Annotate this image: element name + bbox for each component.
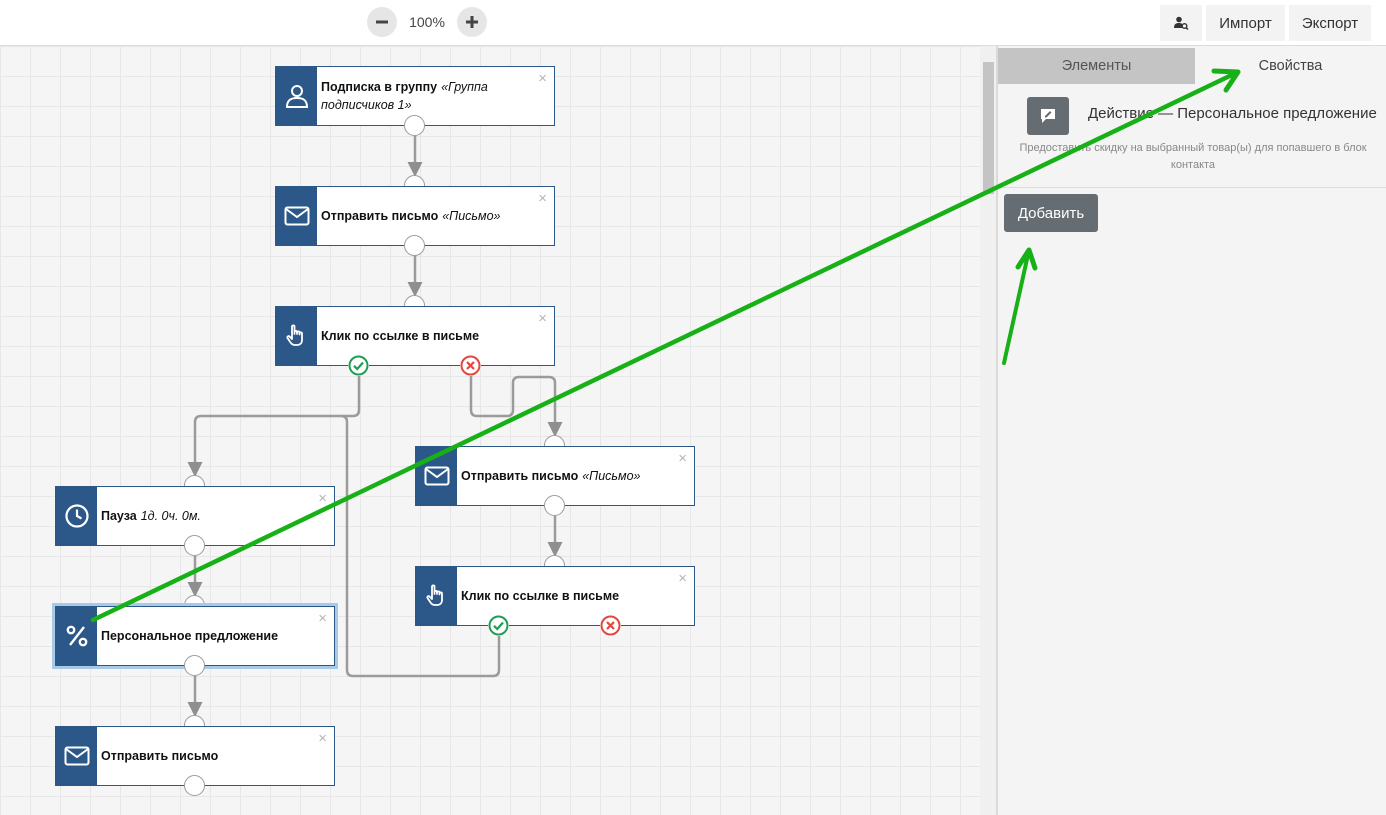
node-title: Персональное предложение: [101, 629, 279, 643]
node-title: Отправить письмо: [101, 749, 219, 763]
node-delete-button[interactable]: ×: [538, 310, 547, 327]
plus-icon: [466, 16, 478, 28]
flow-node-link-click[interactable]: Клик по ссылке в письме ×: [275, 306, 555, 366]
canvas-scrollbar-thumb[interactable]: [983, 62, 994, 194]
flow-node-link-click-2[interactable]: Клик по ссылке в письме ×: [415, 566, 695, 626]
node-output-port[interactable]: [184, 775, 205, 796]
cross-circle-icon: [460, 355, 481, 376]
node-output-port[interactable]: [404, 235, 425, 256]
percent-icon: [66, 625, 87, 647]
top-toolbar: 100% Импорт Экспорт: [0, 0, 1386, 46]
envelope-icon: [424, 466, 449, 486]
clock-icon: [64, 504, 89, 528]
node-output-port[interactable]: [544, 495, 565, 516]
envelope-icon: [284, 206, 309, 226]
link-click-no-to-send: [469, 375, 563, 437]
add-button[interactable]: Добавить: [1004, 194, 1098, 232]
user-search-icon: [1174, 16, 1189, 31]
panel-separator: [998, 187, 1386, 188]
zoom-level: 100%: [409, 14, 445, 30]
import-button[interactable]: Импорт: [1206, 5, 1285, 41]
zoom-in-button[interactable]: [457, 7, 487, 37]
node-delete-button[interactable]: ×: [678, 570, 687, 587]
node-title: Клик по ссылке в письме: [321, 329, 480, 343]
node-detail: «Письмо»: [442, 209, 501, 223]
user-search-button[interactable]: [1160, 5, 1202, 41]
yes-branch-port[interactable]: [348, 355, 369, 376]
node-delete-button[interactable]: ×: [678, 450, 687, 467]
node-detail: «Письмо»: [582, 469, 641, 483]
no-branch-port[interactable]: [460, 355, 481, 376]
node-output-port[interactable]: [184, 655, 205, 676]
node-output-port[interactable]: [184, 535, 205, 556]
action-description: Предоставить скидку на выбранный товар(ы…: [1019, 142, 1367, 171]
flow-connections: [187, 136, 563, 717]
action-icon-box: [1027, 97, 1069, 135]
node-output-port[interactable]: [404, 115, 425, 136]
no-branch-port[interactable]: [600, 615, 621, 636]
node-title: Клик по ссылке в письме: [461, 589, 620, 603]
comment-edit-icon: [1041, 109, 1055, 123]
zoom-out-button[interactable]: [367, 7, 397, 37]
pointer-hand-icon: [425, 584, 443, 606]
node-detail: 1д. 0ч. 0м.: [140, 509, 201, 523]
node-delete-button[interactable]: ×: [318, 490, 327, 507]
action-title: Действие — Персональное предложение: [1088, 105, 1377, 122]
node-title: Отправить письмо: [461, 469, 579, 483]
node-delete-button[interactable]: ×: [318, 730, 327, 747]
export-button[interactable]: Экспорт: [1289, 5, 1371, 41]
yes-branch-port[interactable]: [488, 615, 509, 636]
properties-panel: Элементы Свойства Действие — Персонально…: [998, 46, 1386, 815]
node-title: Отправить письмо: [321, 209, 439, 223]
check-circle-icon: [348, 355, 369, 376]
node-delete-button[interactable]: ×: [538, 190, 547, 207]
node-title: Пауза: [101, 509, 137, 523]
tab-elements[interactable]: Элементы: [998, 48, 1195, 84]
node-title: Подписка в группу: [321, 80, 438, 94]
cross-circle-icon: [600, 615, 621, 636]
node-delete-button[interactable]: ×: [318, 610, 327, 627]
tab-properties[interactable]: Свойства: [1195, 48, 1386, 84]
node-delete-button[interactable]: ×: [538, 70, 547, 87]
pointer-hand-icon: [285, 324, 303, 346]
user-icon: [285, 85, 308, 108]
link-click-yes-to-pause: [187, 376, 361, 477]
envelope-icon: [64, 746, 89, 766]
minus-icon: [376, 20, 388, 24]
check-circle-icon: [488, 615, 509, 636]
flow-canvas[interactable]: Подписка в группу«Группа подписчиков 1» …: [0, 46, 980, 815]
